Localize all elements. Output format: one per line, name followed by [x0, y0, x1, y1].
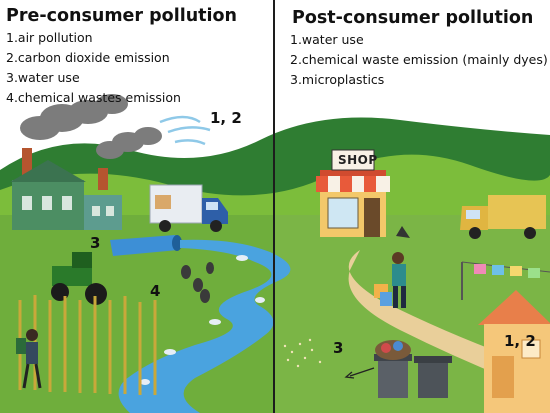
wind-icon — [159, 115, 211, 146]
panel-divider — [273, 0, 275, 413]
garbage-truck — [460, 195, 546, 239]
post-consumer-title: Post-consumer pollution — [292, 8, 534, 28]
pre-consumer-item-4: 4.chemical wastes emission — [6, 90, 181, 105]
chemical-waste-marker: 4 — [150, 282, 161, 300]
delivery-truck — [149, 184, 228, 232]
factory — [10, 148, 122, 230]
post-consumer-item-1: 1.water use — [290, 32, 364, 47]
signboard — [396, 226, 410, 238]
house — [478, 290, 550, 413]
house-pollution-marker: 1, 2 — [504, 332, 536, 350]
microplastics-marker: 3 — [333, 339, 344, 357]
clothes-line — [461, 261, 550, 300]
post-consumer-item-3: 3.microplastics — [290, 72, 385, 87]
air-pollution-marker: 1, 2 — [210, 109, 242, 127]
smoke-cloud — [20, 94, 162, 159]
discharge-pipe — [110, 235, 182, 256]
pre-consumer-item-1: 1.air pollution — [6, 30, 93, 45]
post-consumer-item-2: 2.chemical waste emission (mainly dyes) — [290, 52, 548, 67]
shopper — [374, 252, 406, 308]
shop-sign: SHOP — [338, 153, 378, 167]
crop-field — [18, 295, 157, 395]
river-waste — [140, 255, 265, 385]
pre-consumer-item-2: 2.carbon dioxide emission — [6, 50, 170, 65]
pre-consumer-title: Pre-consumer pollution — [6, 6, 237, 26]
river — [118, 239, 291, 413]
arrow-icon — [349, 367, 375, 377]
pre-consumer-item-3: 3.water use — [6, 70, 80, 85]
water-use-marker: 3 — [90, 234, 101, 252]
farmer — [16, 329, 42, 389]
shop — [316, 149, 390, 237]
chemical-drops — [181, 262, 214, 303]
microplastic-particles — [283, 338, 322, 368]
trash-bins — [374, 340, 452, 398]
